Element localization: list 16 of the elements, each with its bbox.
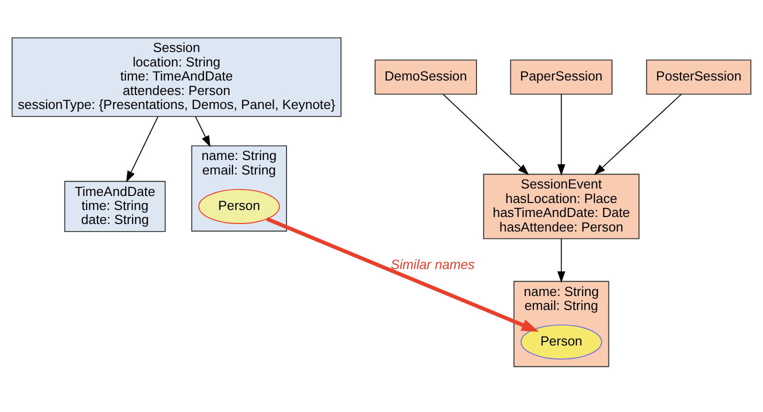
node-box: TimeAndDate time: String date: String [64,180,166,232]
arrow [266,217,539,332]
edge-label: Similar names [390,257,475,272]
node-box: DemoSession [374,60,477,95]
arrow [195,116,210,148]
node-box: PosterSession [646,60,752,95]
arrow [557,94,566,176]
node-box: SessionEvent hasLocation: Place hasTimeAndDate: Date hasAttendee: Person [483,174,640,240]
arrow [126,116,158,182]
node-ellipse: Person [520,324,602,360]
node-ellipse: Person [198,188,280,224]
arrow [557,238,566,283]
node-box: Session location: String time: TimeAndDate attendees: Person sessionType: {Presentations, Demos, Panel, Keynote} [12,37,342,117]
node-box: PaperSession [510,60,612,95]
arrow [442,94,530,176]
arrow [594,94,682,176]
